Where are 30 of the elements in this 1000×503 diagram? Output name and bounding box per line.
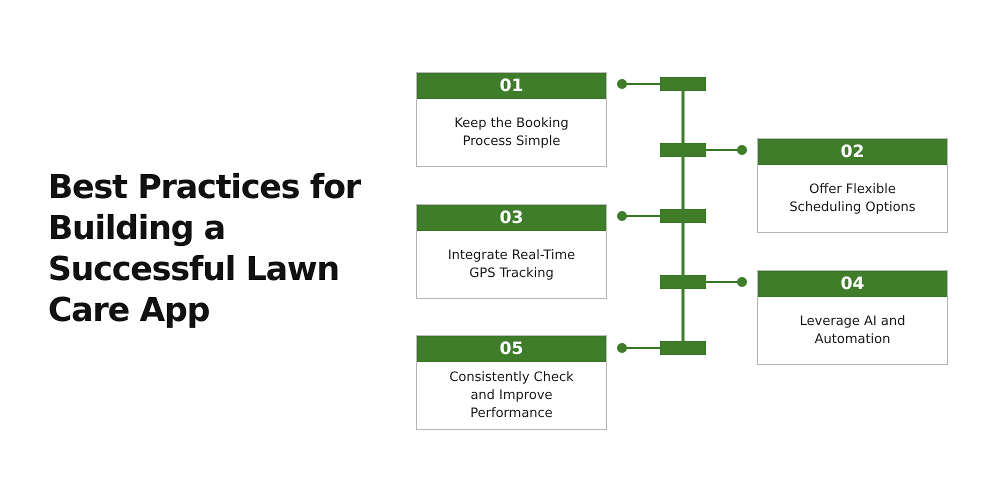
connector (682, 223, 684, 275)
step-card (416, 335, 607, 430)
step-number: 05 (417, 336, 606, 362)
step-text: Offer Flexible Scheduling Options (788, 180, 917, 216)
connector (682, 91, 684, 143)
step-text: Leverage AI and Automation (798, 312, 906, 348)
step-card (416, 72, 607, 167)
connector (706, 145, 747, 155)
step-number: 02 (758, 139, 947, 165)
step-number: 01 (417, 73, 606, 99)
step-card (416, 204, 607, 299)
step-text: Consistently Check and Improve Performance (448, 368, 575, 422)
step-card (757, 138, 948, 233)
connector (617, 343, 660, 353)
step-text: Keep the Booking Process Simple (453, 114, 570, 150)
connector (617, 79, 660, 89)
connector (682, 289, 684, 341)
timeline-marker (660, 209, 706, 223)
timeline-marker (660, 143, 706, 157)
step-number: 03 (417, 205, 606, 231)
timeline-marker (660, 77, 706, 91)
connector (617, 211, 660, 221)
connector (706, 277, 747, 287)
connector (682, 157, 684, 209)
step-text: Integrate Real-Time GPS Tracking (446, 246, 576, 282)
step-card (757, 270, 948, 365)
timeline-marker (660, 341, 706, 355)
step-number: 04 (758, 271, 947, 297)
timeline-marker (660, 275, 706, 289)
title: Best Practices for Building a Successful Lawn Care App (48, 166, 362, 330)
